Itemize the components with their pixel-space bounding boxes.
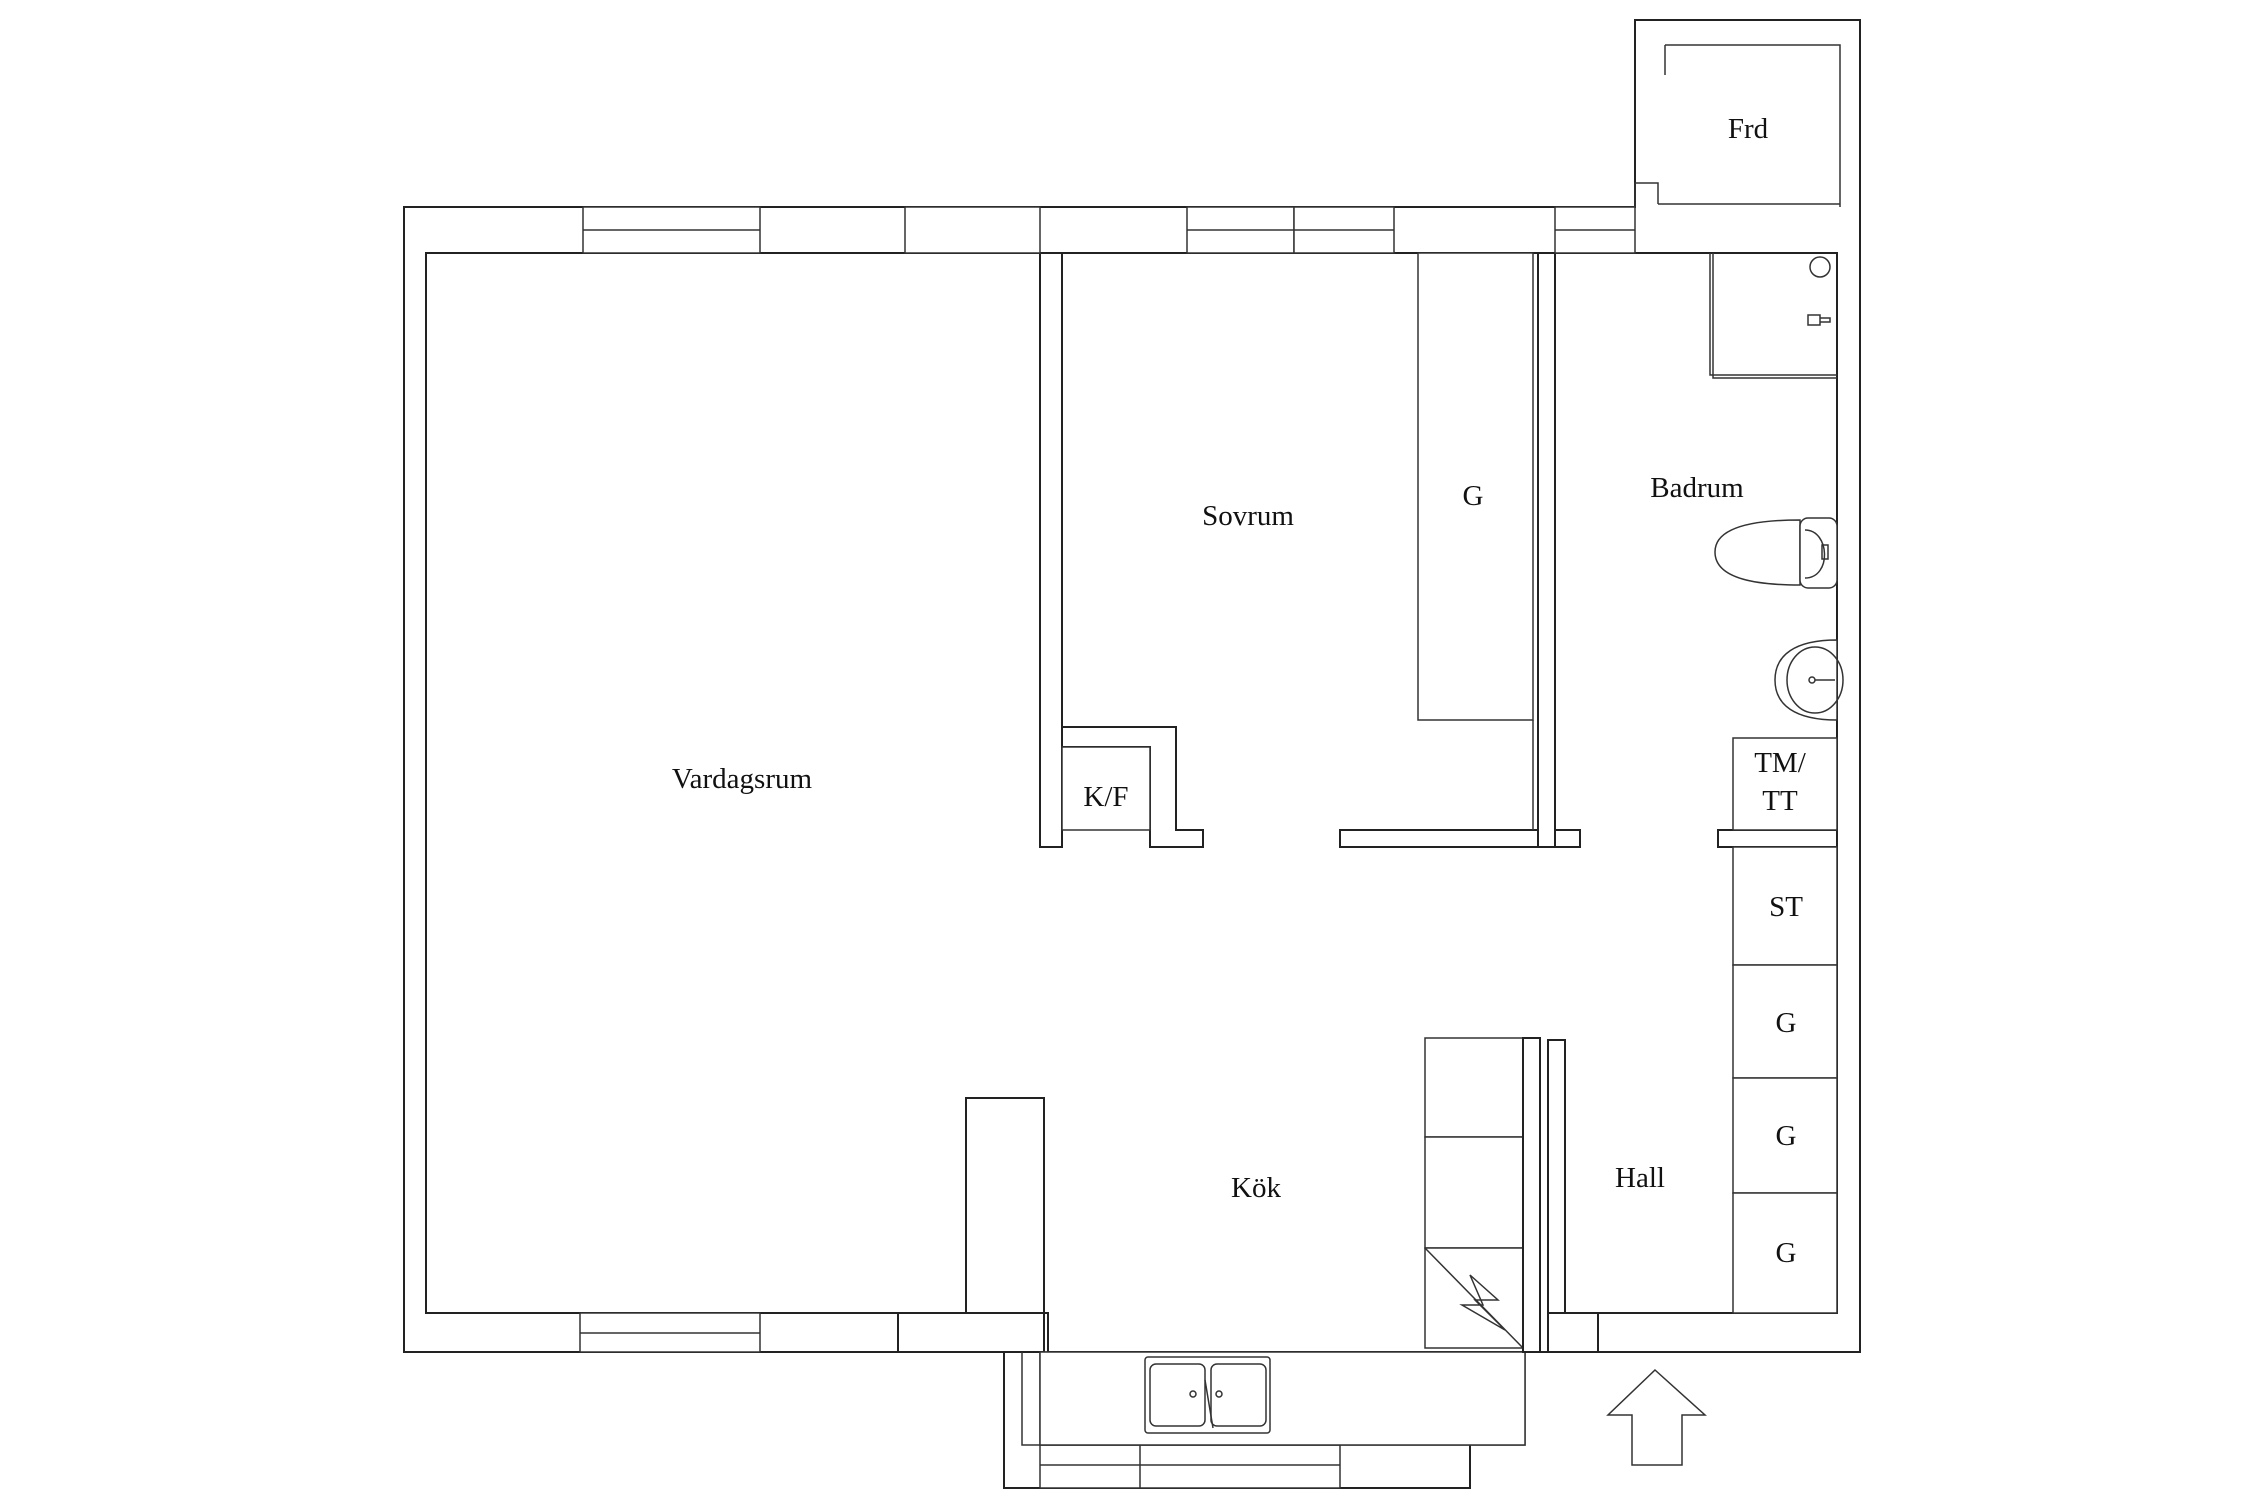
fixture-label-washer-2: TT [1762, 785, 1798, 817]
wall-bedroom-bottom [1339, 829, 1539, 848]
fixture-label-fridge-freezer: K/F [1083, 781, 1128, 813]
shower [1709, 253, 1837, 379]
kitchen-column-wall [1522, 1037, 1541, 1353]
fixture-label-hall-wardrobe-2: G [1776, 1120, 1797, 1152]
fixture-label-hall-wardrobe-1: G [1776, 1007, 1797, 1039]
hall-door-jamb [1547, 1312, 1599, 1353]
room-label-sovrum: Sovrum [1202, 500, 1294, 532]
windows [579, 206, 1636, 1489]
wall-bath-bottom-left [1554, 829, 1581, 848]
wall-bath-bottom-right [1717, 829, 1838, 848]
fixture-label-hall-wardrobe-3: G [1776, 1237, 1797, 1269]
wall-bedroom-bath [1537, 252, 1556, 848]
washbasin [1774, 639, 1844, 721]
room-label-badrum: Badrum [1650, 472, 1744, 504]
kitchen-wall-stub [897, 1312, 1045, 1353]
kitchen-counter [1039, 1351, 1526, 1446]
kitchen-cabinet-upper [1424, 1037, 1524, 1138]
kitchen-sink [1144, 1356, 1271, 1434]
fixture-label-storage: ST [1769, 891, 1803, 923]
room-label-kok: Kök [1231, 1172, 1281, 1204]
window-door-top [904, 206, 1041, 254]
hall-wall-stub [1547, 1039, 1566, 1314]
toilet [1714, 517, 1838, 589]
wall-living-bedroom [1039, 252, 1063, 848]
bedroom-wardrobe [1417, 252, 1534, 721]
electrical-panel [1424, 1247, 1524, 1349]
kitchen-pillar [965, 1097, 1045, 1314]
room-label-frd: Frd [1728, 113, 1769, 145]
kitchen-cabinet-mid [1424, 1136, 1524, 1249]
hall-storage [1732, 737, 1838, 1314]
room-label-hall: Hall [1615, 1162, 1665, 1194]
frd-outline [1634, 44, 1841, 207]
fridge-freezer-unit [1061, 746, 1151, 831]
window-kitchen-bottom [1039, 1444, 1341, 1489]
entrance-arrow-icon [1606, 1368, 1707, 1466]
room-label-vardagsrum: Vardagsrum [672, 763, 813, 795]
fixture-label-bedroom-wardrobe: G [1463, 480, 1484, 512]
fixture-label-washer-1: TM/ [1754, 747, 1807, 779]
